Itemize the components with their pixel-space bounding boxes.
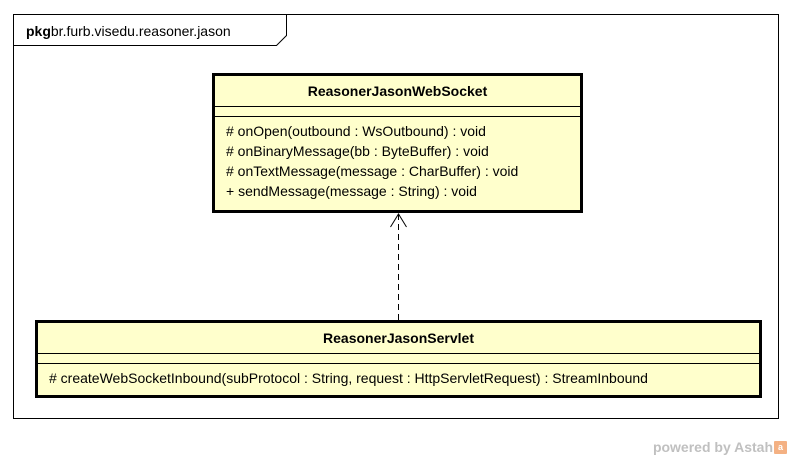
operation-send-message: + sendMessage(message : String) : void [226,183,477,199]
class-reasoner-jason-web-socket: ReasonerJasonWebSocket # onOpen(outbound… [212,73,583,213]
operations-compartment: # createWebSocketInbound(subProtocol : S… [38,364,759,388]
class-name: ReasonerJasonServlet [38,323,759,354]
package-name: br.furb.visedu.reasoner.jason [50,23,231,39]
package-label: pkgbr.furb.visedu.reasoner.jason [26,23,231,39]
operation-on-binary-message: # onBinaryMessage(bb : ByteBuffer) : voi… [226,143,489,159]
attributes-compartment [38,354,759,364]
watermark-text: powered by Astah [652,439,773,455]
class-reasoner-jason-servlet: ReasonerJasonServlet # createWebSocketIn… [35,320,762,398]
dependency-arrowhead [390,213,407,228]
operation-on-open: # onOpen(outbound : WsOutbound) : void [226,123,486,139]
class-name: ReasonerJasonWebSocket [215,76,580,107]
attributes-compartment [215,107,580,117]
package-tab-outline [14,15,287,46]
operation-create-web-socket-inbound: # createWebSocketInbound(subProtocol : S… [49,370,648,386]
package-tab: pkgbr.furb.visedu.reasoner.jason [14,15,287,46]
operation-on-text-message: # onTextMessage(message : CharBuffer) : … [226,163,519,179]
package-keyword: pkg [26,23,51,39]
astah-watermark: powered by Astah a [653,439,787,455]
astah-logo-icon: a [774,440,787,454]
operations-compartment: # onOpen(outbound : WsOutbound) : void #… [215,117,580,201]
package-frame: pkgbr.furb.visedu.reasoner.jason [13,14,779,419]
